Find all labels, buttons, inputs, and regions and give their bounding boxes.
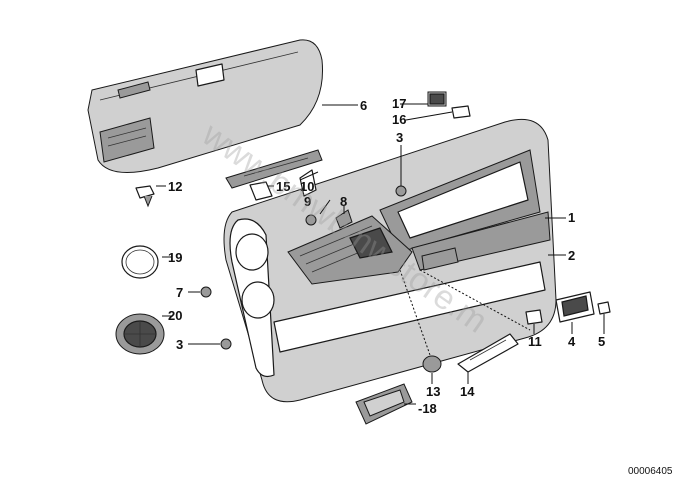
nut-7	[200, 286, 212, 298]
clip-15	[249, 181, 273, 201]
callout-16: 16	[392, 112, 406, 127]
clip-9-panel	[305, 214, 317, 226]
grip-strip	[225, 149, 323, 197]
callout-6: 6	[360, 98, 367, 113]
clip-11	[525, 309, 543, 325]
callout-19: 19	[168, 250, 182, 265]
clip-5	[597, 301, 611, 315]
upper-trim-panel	[87, 39, 324, 173]
callout-4: 4	[568, 334, 576, 349]
tray-18	[355, 383, 413, 425]
nut-3-upper	[395, 185, 407, 197]
switch-frame-4	[555, 291, 595, 323]
speaker-20	[115, 313, 165, 355]
callout-15: 15	[276, 179, 290, 194]
callout-1: 1	[568, 210, 575, 225]
callout-18: -18	[418, 401, 437, 416]
bracket-14	[457, 333, 519, 373]
callout-8: 8	[340, 194, 347, 209]
speaker-cover-19	[121, 245, 159, 279]
callout-7: 7	[176, 285, 183, 300]
callouts: 6 17 16 3 12 15 10 9 8 1 2 19 7 20 3 11 …	[168, 96, 605, 416]
callout-14: 14	[460, 384, 475, 399]
callout-3-upper: 3	[396, 130, 403, 145]
callout-20: 20	[168, 308, 182, 323]
callout-11: 11	[528, 334, 542, 349]
screw-12	[135, 185, 155, 208]
clip-17	[427, 91, 447, 107]
leader-lines	[156, 103, 605, 405]
callout-9: 9	[304, 194, 311, 209]
callout-2: 2	[568, 248, 575, 263]
plug-13	[422, 355, 442, 373]
callout-17: 17	[392, 96, 406, 111]
callout-5: 5	[598, 334, 605, 349]
callout-13: 13	[426, 384, 440, 399]
callout-3-lower: 3	[176, 337, 183, 352]
clip-16	[451, 105, 471, 119]
callout-10: 10	[300, 179, 314, 194]
document-id: 00006405	[628, 466, 673, 477]
nut-3-lower	[220, 338, 232, 350]
callout-12: 12	[168, 179, 182, 194]
